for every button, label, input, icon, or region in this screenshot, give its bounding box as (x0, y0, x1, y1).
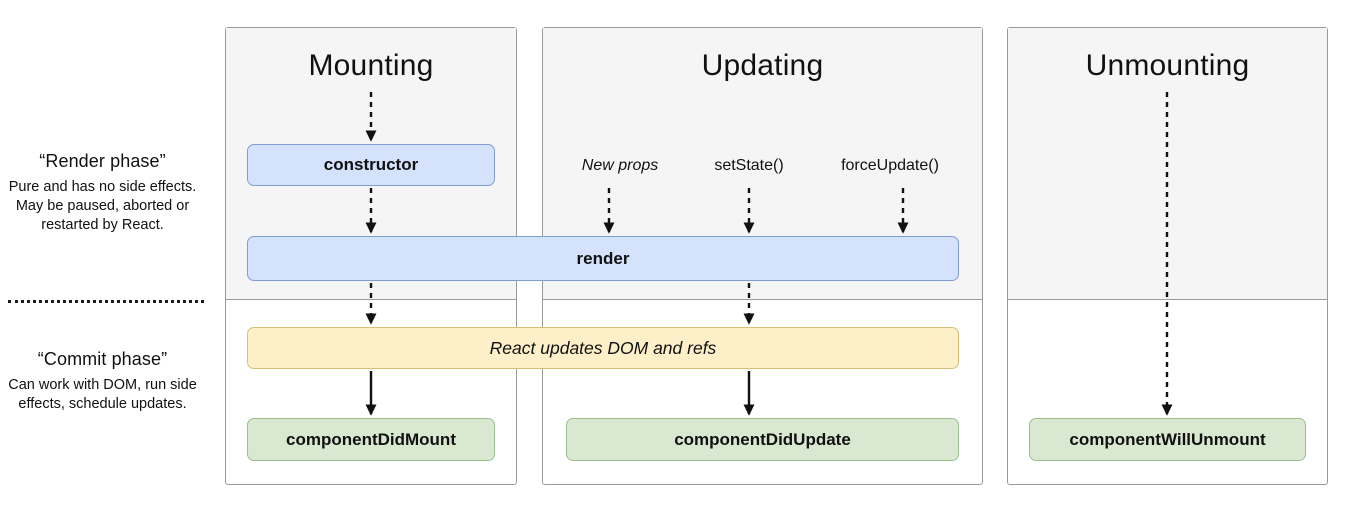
phase-legend-commit: “Commit phase” Can work with DOM, run si… (0, 349, 205, 414)
column-updating-title: Updating (701, 49, 824, 82)
column-mounting-title: Mounting (308, 49, 434, 82)
phase-divider-dotted (8, 300, 204, 303)
node-react-updates-dom-and-refs[interactable]: React updates DOM and refs (247, 327, 959, 369)
node-component-will-unmount-label: componentWillUnmount (1069, 429, 1266, 449)
node-render-label: render (576, 248, 630, 268)
column-unmounting: Unmounting (1007, 27, 1328, 485)
node-constructor-label: constructor (323, 155, 419, 174)
node-component-did-mount-label: componentDidMount (286, 429, 456, 449)
phase-render-title: “Render phase” (39, 151, 166, 171)
phase-commit-description: Can work with DOM, run side effects, sch… (8, 377, 197, 412)
phase-commit-title: “Commit phase” (37, 349, 168, 369)
trigger-label-new-props: New props (581, 157, 659, 174)
phase-legend-render: “Render phase” Pure and has no side effe… (0, 151, 205, 235)
trigger-label-force-update: forceUpdate() (841, 157, 939, 174)
node-component-did-update-label: componentDidUpdate (674, 429, 851, 449)
node-component-will-unmount[interactable]: componentWillUnmount (1029, 418, 1306, 461)
node-constructor[interactable]: constructor (247, 144, 495, 186)
trigger-label-set-state: setState() (714, 157, 784, 174)
phase-render-description: Pure and has no side effects. May be pau… (8, 179, 197, 233)
node-component-did-mount[interactable]: componentDidMount (247, 418, 495, 461)
node-react-updates-label: React updates DOM and refs (489, 337, 717, 358)
node-render[interactable]: render (247, 236, 959, 281)
node-component-did-update[interactable]: componentDidUpdate (566, 418, 959, 461)
column-unmounting-title: Unmounting (1085, 49, 1250, 82)
